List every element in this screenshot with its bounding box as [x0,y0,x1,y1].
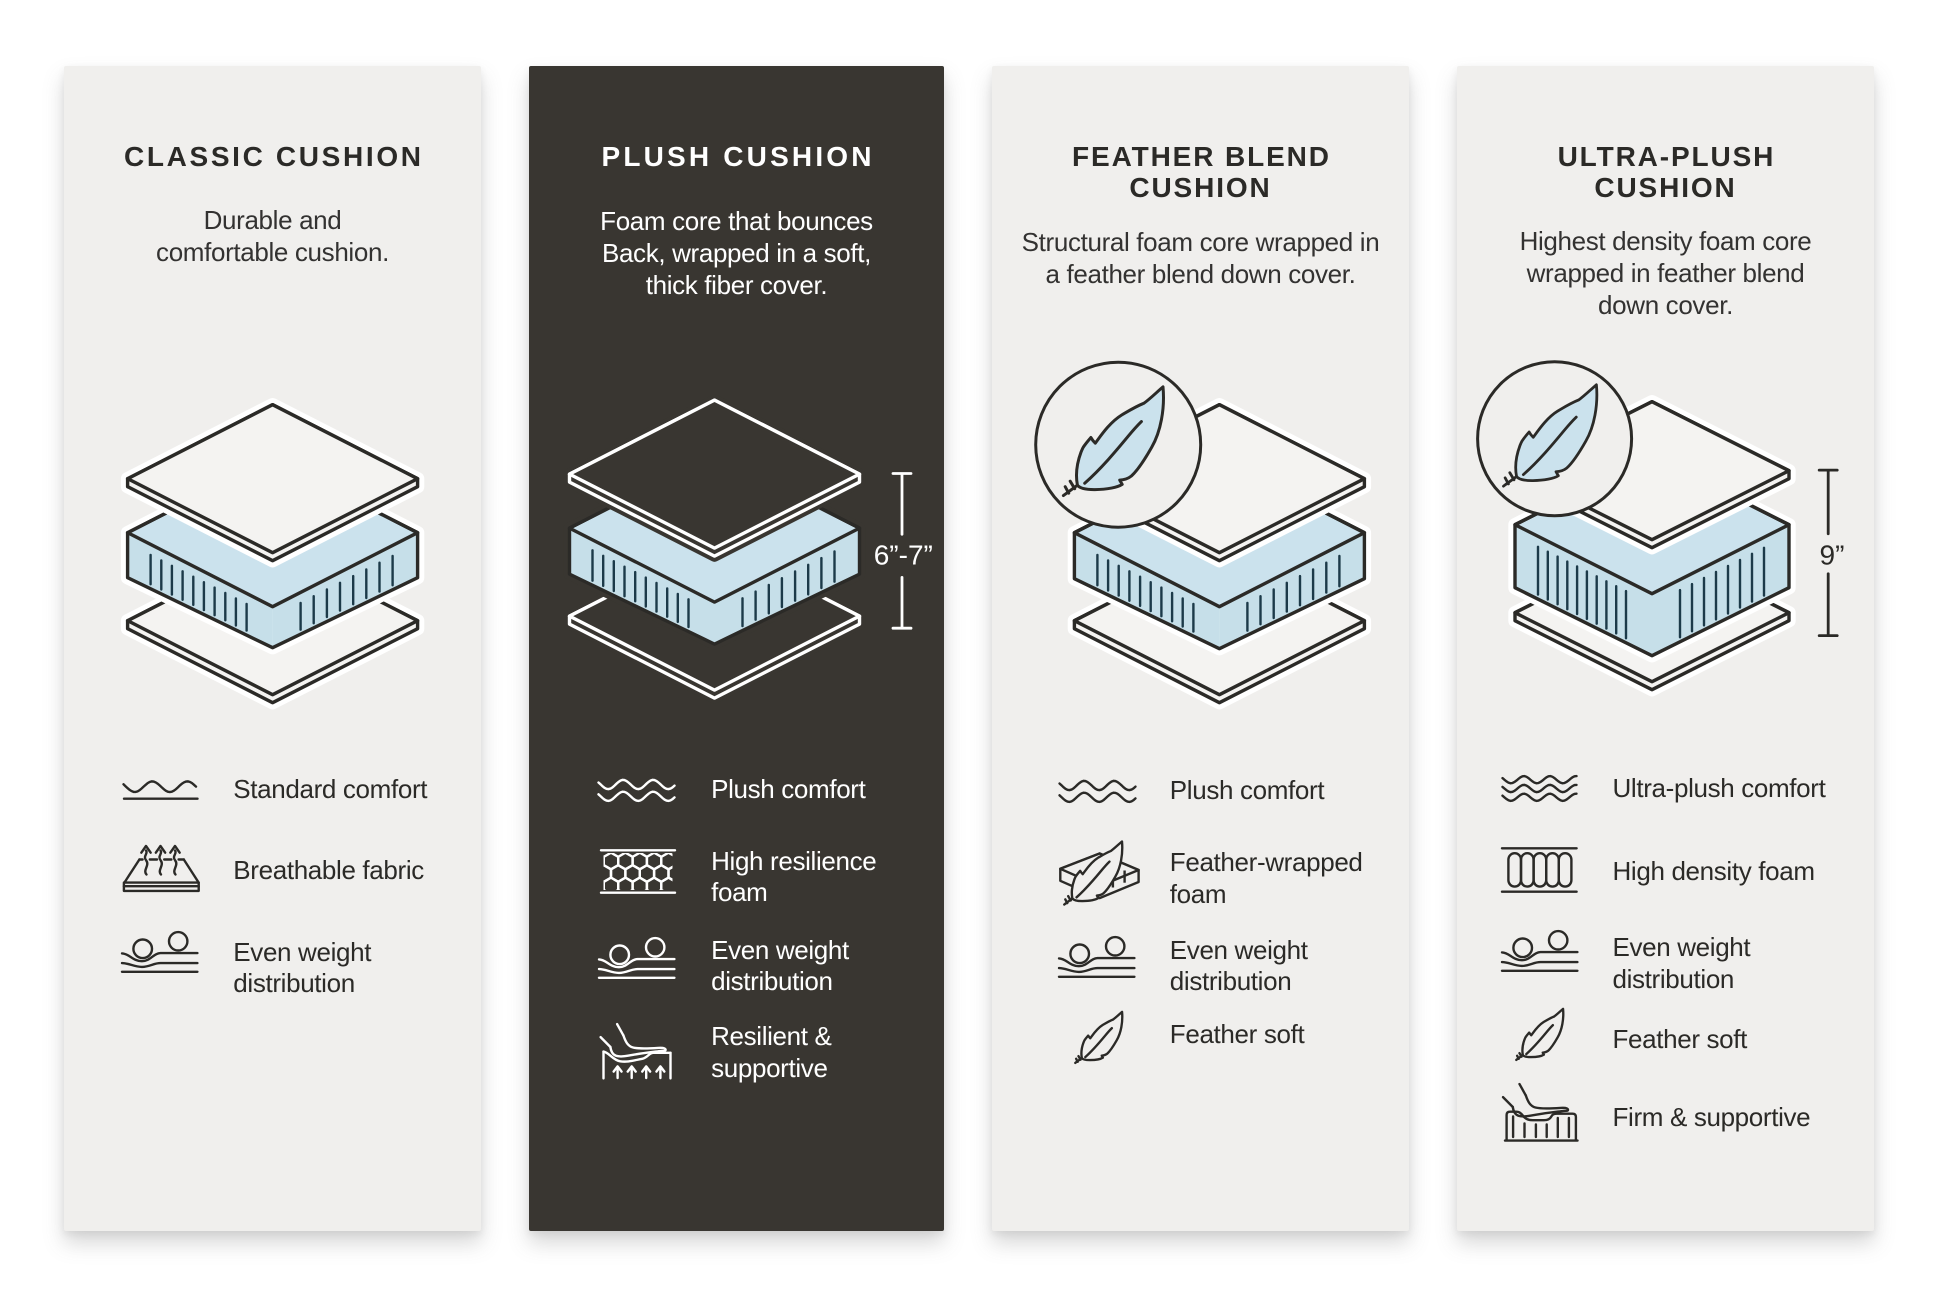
svg-text:9”: 9” [1820,540,1845,571]
svg-text:6”-7”: 6”-7” [874,540,933,571]
